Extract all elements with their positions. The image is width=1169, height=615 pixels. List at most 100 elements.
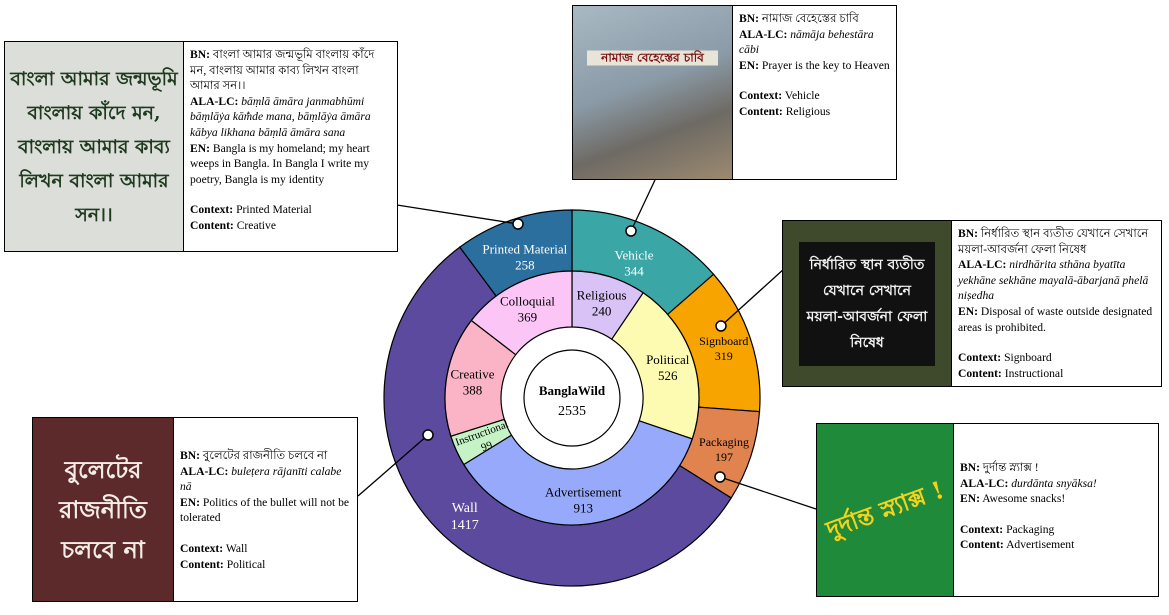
printed-material-photo-text: বাংলা আমার জন্মভূমি বাংলায় কাঁদে মন, বা… (10, 67, 178, 226)
vehicle-photo-text: নামাজ বেহেস্তের চাবি (587, 50, 718, 66)
en-text: Prayer is the key to Heaven (761, 58, 890, 72)
center-title: BanglaWild (539, 383, 606, 398)
en-label: EN: (958, 304, 978, 318)
en-text: Bangla is my homeland; my heart weeps in… (190, 141, 370, 186)
content-label: Content: (190, 218, 234, 232)
bn-text: নির্ধারিত স্থান ব্যতীত যেখানে সেখানে ময়… (958, 227, 1149, 256)
inner-label-political: Political (646, 352, 690, 367)
marker-vehicle (625, 225, 637, 237)
content-value: Religious (785, 104, 831, 118)
outer-value-printed-material: 258 (515, 258, 535, 273)
content-label: Content: (739, 104, 783, 118)
bn-text: নামাজ বেহেস্তের চাবি (761, 12, 859, 25)
inner-value-instructional: 99 (480, 439, 495, 454)
marker-printed-material (512, 218, 524, 230)
outer-label-wall: Wall (452, 501, 478, 516)
wall-photo-text: বুলেটের রাজনীতি চলবে না (59, 454, 147, 564)
center-total: 2535 (558, 404, 586, 419)
ala-text: buleṭera rājanīti calabe nā (180, 464, 342, 494)
outer-value-vehicle: 344 (624, 263, 644, 278)
packaging-photo: দুর্দান্ত স্ন্যাক্স ! (817, 424, 954, 596)
en-label: EN: (190, 141, 210, 155)
marker-wall (422, 429, 434, 441)
ala-label: ALA-LC: (180, 464, 229, 478)
packaging-photo-text: দুর্দান্ত স্ন্যাক্স ! (822, 474, 948, 545)
bn-label: BN: (180, 449, 200, 462)
bn-text: বাংলা আমার জন্মভূমি বাংলায় কাঁদে মন, বা… (190, 48, 375, 93)
context-label: Context: (958, 351, 1002, 365)
context-label: Context: (960, 522, 1004, 536)
marker-packaging (714, 471, 726, 483)
content-value: Political (226, 557, 266, 571)
ala-text: nirdhārita sthāna byatīta yekhāne sekhān… (958, 258, 1149, 303)
inner-value-creative: 388 (463, 382, 483, 397)
en-text: Disposal of waste outside designated are… (958, 304, 1153, 334)
content-label: Content: (960, 538, 1004, 552)
ala-text: bāṃlā āmāra janmabhūmi bāṃlāẏa kām̐de ma… (190, 94, 371, 139)
connector-wall (357, 434, 429, 497)
context-value: Wall (225, 541, 248, 555)
bn-text: বুলেটের রাজনীতি চলবে না (202, 449, 328, 462)
packaging-example-card: দুর্দান্ত স্ন্যাক্স ! BN: দুর্দান্ত স্ন্… (816, 423, 1159, 597)
content-label: Content: (958, 366, 1002, 380)
ala-label: ALA-LC: (739, 27, 788, 41)
context-value: Signboard (1004, 351, 1052, 365)
bn-label: BN: (190, 48, 210, 61)
outer-value-wall: 1417 (451, 518, 479, 533)
bn-text: দুর্দান্ত স্ন্যাক্স ! (982, 461, 1039, 474)
context-label: Context: (180, 541, 224, 555)
en-label: EN: (960, 492, 980, 506)
outer-label-packaging: Packaging (699, 435, 749, 449)
connector-packaging (719, 476, 817, 510)
inner-label-creative: Creative (451, 366, 495, 381)
ala-label: ALA-LC: (958, 258, 1007, 272)
context-value: Vehicle (784, 89, 820, 103)
content-value: Advertisement (1006, 538, 1075, 552)
ala-label: ALA-LC: (960, 476, 1009, 490)
inner-value-religious: 240 (592, 303, 612, 318)
signboard-photo: নির্ধারিত স্থান ব্যতীত যেখানে সেখানে ময়… (783, 221, 952, 386)
connector-vehicle (630, 179, 656, 232)
packaging-caption: BN: দুর্দান্ত স্ন্যাক্স ! ALA-LC: durdān… (955, 424, 1158, 596)
inner-value-colloquial: 369 (518, 309, 538, 324)
context-value: Packaging (1006, 522, 1055, 536)
vehicle-caption: BN: নামাজ বেহেস্তের চাবি ALA-LC: nāmāja … (734, 6, 896, 179)
wall-example-card: বুলেটের রাজনীতি চলবে না BN: বুলেটের রাজন… (32, 417, 358, 602)
inner-value-political: 526 (658, 368, 678, 383)
marker-signboard (715, 320, 727, 332)
outer-label-signboard: Signboard (699, 334, 748, 348)
printed-material-example-card: বাংলা আমার জন্মভূমি বাংলায় কাঁদে মন, বা… (4, 41, 398, 252)
en-text: Politics of the bullet will not be toler… (180, 495, 350, 525)
en-label: EN: (180, 495, 200, 509)
bn-label: BN: (739, 12, 759, 25)
ala-text: nāmāja behestāra cābi (739, 27, 874, 57)
inner-slice-colloquial (470, 270, 573, 356)
en-text: Awesome snacks! (982, 492, 1066, 506)
ala-text: durdānta snyāksa! (1011, 476, 1097, 490)
content-label: Content: (180, 557, 224, 571)
inner-value-advertisement: 913 (573, 500, 593, 515)
context-value: Printed Material (236, 203, 312, 217)
signboard-photo-text: নির্ধারিত স্থান ব্যতীত যেখানে সেখানে ময়… (799, 241, 935, 366)
signboard-caption: BN: নির্ধারিত স্থান ব্যতীত যেখানে সেখানে… (953, 221, 1161, 386)
signboard-example-card: নির্ধারিত স্থান ব্যতীত যেখানে সেখানে ময়… (782, 220, 1162, 387)
vehicle-example-card: নামাজ বেহেস্তের চাবি BN: নামাজ বেহেস্তের… (572, 5, 897, 180)
wall-photo: বুলেটের রাজনীতি চলবে না (33, 418, 174, 601)
outer-value-packaging: 197 (715, 450, 733, 464)
context-label: Context: (190, 203, 234, 217)
ala-label: ALA-LC: (190, 94, 239, 108)
outer-value-signboard: 319 (715, 349, 733, 363)
content-value: Creative (236, 218, 276, 232)
inner-label-religious: Religious (577, 287, 627, 302)
bn-label: BN: (960, 461, 980, 474)
inner-label-colloquial: Colloquial (500, 293, 555, 308)
vehicle-photo: নামাজ বেহেস্তের চাবি (573, 6, 733, 179)
printed-material-caption: BN: বাংলা আমার জন্মভূমি বাংলায় কাঁদে মন… (185, 42, 397, 251)
connector-signboard (720, 267, 786, 327)
printed-material-photo: বাংলা আমার জন্মভূমি বাংলায় কাঁদে মন, বা… (5, 42, 184, 251)
outer-label-vehicle: Vehicle (615, 247, 654, 262)
bn-label: BN: (958, 227, 978, 240)
inner-slice-advertisement (462, 420, 693, 526)
outer-label-printed-material: Printed Material (482, 242, 567, 257)
